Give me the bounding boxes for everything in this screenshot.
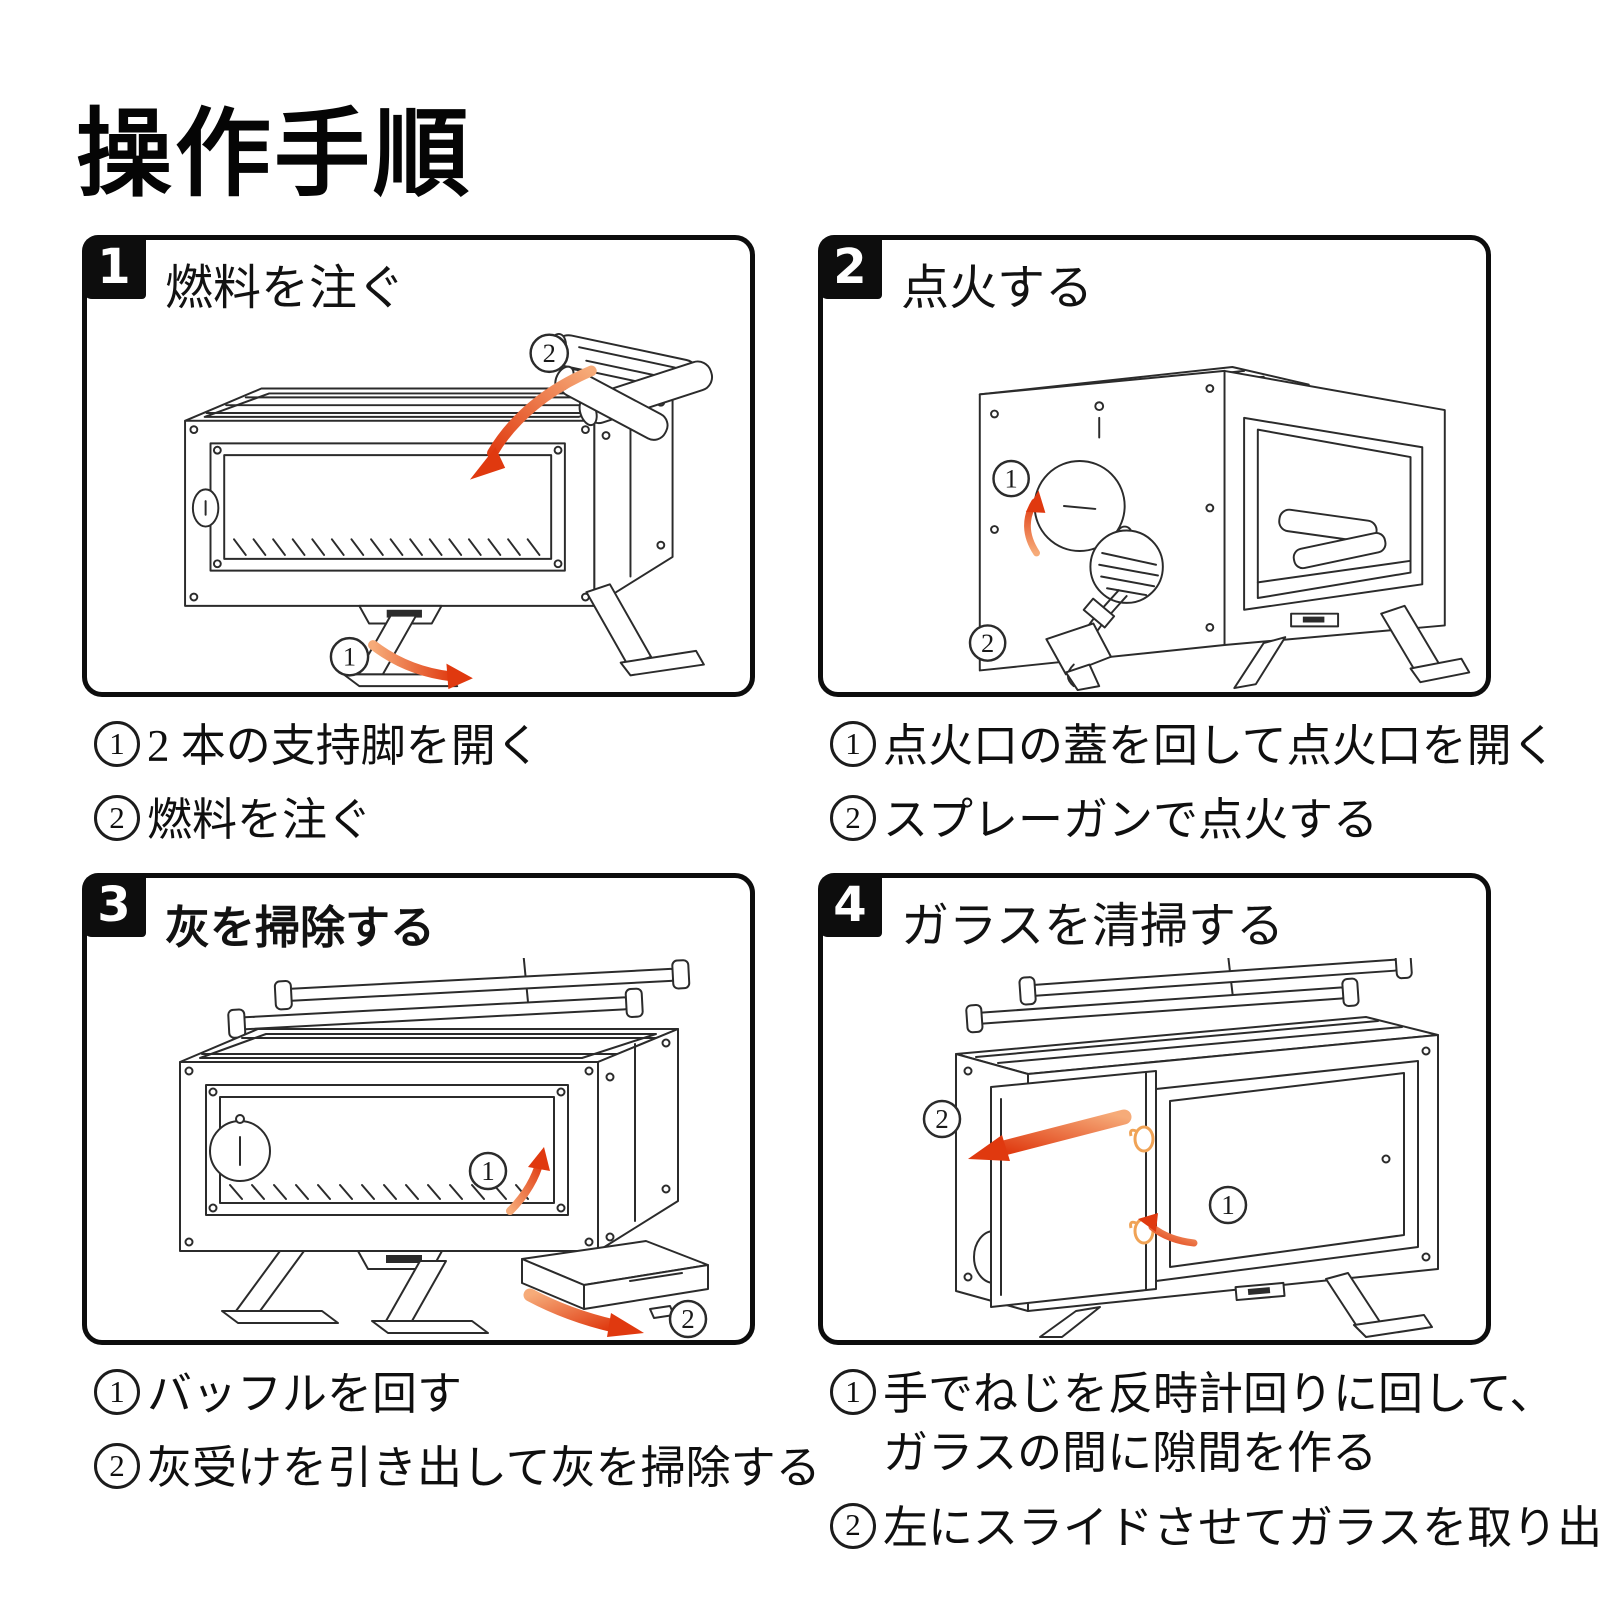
circled-number: 1 [94, 1369, 140, 1415]
figure-callout-1: 1 [992, 459, 1030, 498]
caption-text: 手でねじを反時計回りに回して、 [883, 1369, 1555, 1419]
page-title: 操作手順 [76, 98, 472, 210]
panel-step-1: 1 燃料を注ぐ [82, 235, 755, 697]
stove-body [978, 366, 1471, 690]
step-number-badge: 1 [82, 235, 146, 299]
step-number-badge: 3 [82, 873, 146, 937]
support-legs [1233, 604, 1471, 690]
step-title: 灰を掃除する [165, 901, 436, 954]
caption-step: 1 バッフルを回す [94, 1365, 755, 1424]
glass-panel [990, 1070, 1157, 1308]
ash-tray [521, 1240, 709, 1319]
step-number-badge: 2 [818, 235, 882, 299]
panel-step-2: 2 点火する [818, 235, 1491, 697]
support-legs [342, 583, 705, 688]
caption-text: ガラスの間に隙間を作る [883, 1428, 1378, 1479]
section-step-3: 3 灰を掃除する [82, 873, 821, 1514]
grate-lines [229, 1184, 529, 1200]
circled-number: 2 [830, 795, 876, 842]
figure-callout-2: 2 [922, 1099, 962, 1139]
stove-body [184, 387, 705, 688]
caption-step: 2 灰受けを引き出して灰を掃除する [94, 1439, 821, 1498]
caption-text: 2 本の支持脚を開く [147, 721, 541, 771]
panel-step-3: 3 灰を掃除する [82, 873, 755, 1345]
figure-callout-2: 2 [668, 1299, 708, 1339]
figure-callout-2: 2 [529, 333, 570, 374]
step-2-captions: 1 点火口の蓋を回して点火口を開く 2 スプレーガンで点火する [818, 717, 1557, 851]
grill-rack [227, 958, 691, 1039]
caption-text: 左にスライドさせてガラスを取り出し [883, 1502, 1600, 1553]
caption-step: 2 スプレーガンで点火する [830, 791, 1491, 850]
arrow-turn-lid [1024, 490, 1046, 557]
step-title: 燃料を注ぐ [165, 262, 406, 315]
circled-number: 1 [830, 721, 876, 767]
caption-step: 1 手でねじを反時計回りに回して、 ガラスの間に隙間を作る [830, 1365, 1554, 1484]
step-title: 点火する [901, 262, 1094, 315]
step-title: ガラスを清掃する [901, 900, 1285, 953]
step-3-captions: 1 バッフルを回す 2 灰受けを引き出して灰を掃除する [82, 1365, 821, 1499]
grate-lines [233, 538, 541, 556]
arrow-open-leg [368, 640, 473, 690]
caption-step: 1 点火口の蓋を回して点火口を開く [830, 717, 1557, 776]
svg-text:1: 1 [481, 1156, 495, 1186]
circled-number: 1 [94, 721, 140, 767]
figure-callout-1: 1 [468, 1151, 508, 1191]
stove-illustration-ash-tray: 1 2 [179, 958, 709, 1339]
caption-text: 燃料を注ぐ [147, 795, 373, 846]
arrow-pour-fuel [469, 365, 597, 480]
panel-step-4: 4 ガラスを清掃する [818, 873, 1491, 1345]
circled-number: 2 [830, 1502, 876, 1549]
figure-callout-1: 1 [329, 636, 370, 677]
section-step-1: 1 燃料を注ぐ [82, 235, 755, 866]
svg-text:2: 2 [935, 1104, 949, 1134]
caption-text: バッフルを回す [147, 1369, 463, 1419]
caption-step: 2 燃料を注ぐ [94, 791, 755, 850]
stove-illustration-ignite: 1 2 [968, 366, 1471, 692]
caption-text: 点火口の蓋を回して点火口を開く [883, 721, 1557, 771]
step-1-captions: 1 2 本の支持脚を開く 2 燃料を注ぐ [82, 717, 755, 851]
arrow-turn-screw [1138, 1213, 1198, 1247]
step-4-captions: 1 手でねじを反時計回りに回して、 ガラスの間に隙間を作る 2 左にスライドさせ… [818, 1365, 1600, 1558]
stove-illustration-pour-fuel: 2 1 [184, 332, 714, 690]
support-legs [1039, 1272, 1433, 1338]
svg-text:2: 2 [543, 338, 556, 368]
circled-number: 2 [94, 795, 140, 842]
svg-text:2: 2 [681, 1304, 695, 1334]
arrow-pull-tray [523, 1288, 644, 1337]
svg-text:2: 2 [981, 628, 994, 658]
caption-step: 2 左にスライドさせてガラスを取り出し [830, 1499, 1600, 1558]
caption-text: スプレーガンで点火する [883, 795, 1379, 846]
circled-number: 2 [94, 1443, 140, 1490]
caption-step: 1 2 本の支持脚を開く [94, 717, 755, 776]
figure-callout-2: 2 [968, 624, 1007, 662]
arrow-turn-baffle [506, 1147, 550, 1215]
window-frame [1243, 416, 1424, 611]
step-number-badge: 4 [818, 873, 882, 937]
stove-body [179, 1028, 679, 1334]
stove-illustration-glass: 1 2 [922, 958, 1439, 1338]
support-legs [221, 1250, 489, 1334]
svg-text:1: 1 [1221, 1190, 1235, 1220]
arrow-slide-glass [968, 1109, 1132, 1161]
svg-text:1: 1 [1005, 463, 1018, 493]
grill-rack [965, 958, 1413, 1034]
svg-text:1: 1 [343, 642, 356, 672]
circled-number: 1 [830, 1369, 876, 1415]
figure-callout-1: 1 [1208, 1185, 1248, 1225]
section-step-4: 4 ガラスを清掃する [818, 873, 1600, 1573]
caption-text: 灰受けを引き出して灰を掃除する [147, 1443, 821, 1494]
section-step-2: 2 点火する [818, 235, 1557, 866]
spray-gun [1045, 589, 1128, 692]
